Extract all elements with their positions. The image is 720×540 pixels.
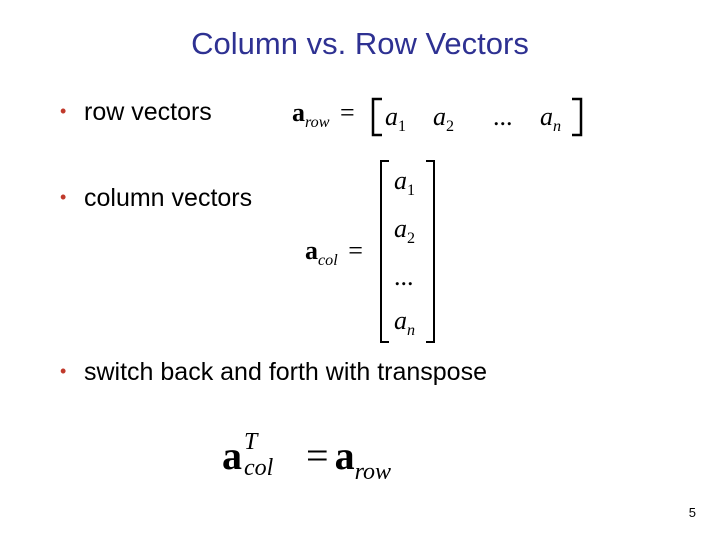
page-number: 5 — [688, 505, 696, 520]
equals-sign: = — [348, 236, 363, 265]
row-element-n: an — [540, 102, 562, 135]
bullet-icon: • — [60, 101, 67, 121]
equals-sign: = — [306, 433, 329, 478]
bullet-transpose: • switch back and forth with transpose — [60, 358, 487, 387]
column-ellipsis: ... — [394, 262, 414, 291]
vector-a: a — [222, 433, 242, 478]
vector-a: a — [305, 236, 318, 265]
bullet-icon: • — [60, 187, 67, 207]
row-vector-equation: arow = — [292, 98, 359, 131]
column-left-bracket-icon — [380, 160, 389, 343]
vector-a: a — [292, 98, 305, 127]
bullet-text: switch back and forth with transpose — [84, 358, 487, 386]
slide-title: Column vs. Row Vectors — [191, 26, 529, 61]
right-bracket-icon — [572, 97, 583, 137]
bullet-icon: • — [60, 361, 67, 381]
bullet-text: column vectors — [84, 184, 253, 212]
column-element-n: an — [394, 306, 416, 339]
row-element-1: a1 — [385, 102, 407, 135]
equals-sign: = — [339, 98, 355, 127]
column-right-bracket-icon — [426, 160, 435, 343]
column-element-2: a2 — [394, 214, 416, 247]
subscript-col: col — [318, 251, 338, 269]
subscript-col: col — [244, 455, 274, 481]
vector-a-row: a — [334, 433, 355, 478]
column-element-1: a1 — [394, 166, 416, 199]
row-element-2: a2 — [433, 102, 455, 135]
bullet-column-vectors: • column vectors — [60, 184, 252, 213]
column-vector-equation: acol = — [305, 236, 367, 269]
left-bracket-icon — [371, 97, 382, 137]
row-ellipsis: ... — [493, 102, 513, 131]
subscript-row: row — [354, 459, 392, 485]
bullet-text: row vectors — [84, 98, 212, 126]
subscript-row: row — [305, 113, 330, 131]
bullet-row-vectors: • row vectors — [60, 98, 212, 127]
superscript-T: T — [244, 429, 258, 455]
